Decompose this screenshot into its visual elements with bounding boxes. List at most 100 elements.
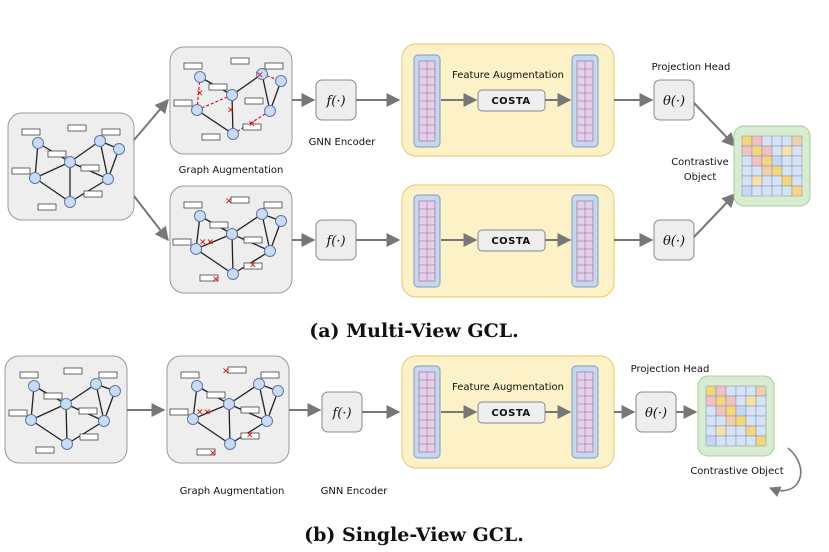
matrix-cell: [761, 135, 773, 147]
matrix-cell: [741, 165, 753, 177]
matrix-cell: [725, 425, 737, 437]
projection-head-label-a: Projection Head: [652, 62, 731, 73]
matrix-cell: [725, 385, 737, 397]
svg-text:✕: ✕: [227, 106, 235, 116]
matrix-cell: [761, 165, 773, 177]
gnn-encoder-label-a: GNN Encoder: [309, 137, 377, 148]
matrix-cell: [735, 395, 747, 407]
matrix-cell: [755, 395, 767, 407]
svg-text:✕: ✕: [222, 367, 230, 377]
projection-symbol-b: θ(·): [645, 406, 667, 421]
svg-text:✕: ✕: [249, 261, 257, 271]
input-graph-b-features: [8, 367, 118, 454]
matrix-cell: [715, 425, 727, 437]
contrastive-label-a-line1: Contrastive: [671, 157, 729, 168]
input-graph-b-nodes: [25, 378, 121, 450]
matrix-cell: [741, 175, 753, 187]
tensor-group-a: [413, 54, 599, 288]
matrix-cell: [745, 415, 757, 427]
matrix-cell: [781, 135, 793, 147]
matrix-cell: [771, 145, 783, 157]
costa-box-1: [477, 89, 546, 112]
matrix-cell: [745, 385, 757, 397]
matrix-cell: [745, 435, 757, 447]
matrix-cell: [781, 165, 793, 177]
matrix-cell: [725, 395, 737, 407]
projection-symbol-2: θ(·): [663, 234, 685, 249]
gnn-encoder-label-b: GNN Encoder: [321, 486, 389, 497]
input-graph-features: [11, 124, 121, 211]
arrow-input-to-view1: [133, 98, 169, 141]
arrow-head1-to-contrast: [693, 102, 736, 148]
aug-graph-b-masked-features: ✕✕✕✕✕: [196, 367, 254, 459]
matrix-cell: [741, 155, 753, 167]
svg-text:✕: ✕: [248, 120, 256, 130]
matrix-cell: [735, 425, 747, 437]
matrix-cell: [741, 145, 753, 157]
svg-text:✕: ✕: [209, 449, 217, 459]
projection-box-1: [653, 79, 695, 121]
matrix-cell: [751, 175, 763, 187]
arrow-head2-to-contrast: [693, 192, 736, 238]
svg-text:✕: ✕: [256, 71, 264, 81]
svg-text:✕: ✕: [246, 431, 254, 441]
self-loop-arrow: [768, 447, 802, 497]
matrix-cell: [755, 425, 767, 437]
matrix-cell: [735, 385, 747, 397]
matrix-cell: [715, 415, 727, 427]
feature-augmentation-label-b: Feature Augmentation: [452, 382, 564, 393]
aug-graph-2-nodes: [190, 208, 287, 280]
matrix-cell: [771, 155, 783, 167]
graph-augmentation-label-a: Graph Augmentation: [179, 165, 284, 176]
matrix-cell: [771, 175, 783, 187]
matrix-cell: [791, 165, 803, 177]
matrix-cell: [725, 415, 737, 427]
panel-b: ✕✕✕✕✕ Graph Augmentation f(·) GNN Encode…: [4, 355, 802, 546]
svg-text:✕: ✕: [225, 197, 233, 207]
costa-box-b: [477, 401, 546, 424]
matrix-cell: [751, 155, 763, 167]
matrix-cell: [771, 135, 783, 147]
aug-graph-1-nodes: [191, 68, 287, 140]
matrix-cell: [751, 135, 763, 147]
aug-graph-1-drop-marks: ✕✕✕✕: [196, 71, 264, 130]
matrix-cell: [705, 395, 717, 407]
matrix-cell: [741, 185, 753, 197]
matrix-cell: [781, 145, 793, 157]
matrix-cell: [781, 175, 793, 187]
matrix-cell: [771, 165, 783, 177]
matrix-cell: [791, 175, 803, 187]
projection-box-2: [653, 219, 695, 261]
contrastive-object-label-b: Contrastive Object: [690, 466, 783, 477]
matrix-cell: [705, 385, 717, 397]
matrix-cell: [705, 425, 717, 437]
matrix-cell: [751, 145, 763, 157]
matrix-cell: [761, 175, 773, 187]
svg-text:✕✕: ✕✕: [196, 408, 211, 418]
encoder-symbol-b: f(·): [331, 406, 351, 421]
matrix-cell: [781, 185, 793, 197]
contrastive-matrix-b: [705, 385, 767, 447]
matrix-cell: [755, 405, 767, 417]
costa-label-b: COSTA: [491, 408, 530, 419]
encoder-symbol-2: f(·): [325, 234, 345, 249]
matrix-cell: [715, 385, 727, 397]
tensor-right-1: [571, 54, 599, 148]
matrix-cell: [791, 185, 803, 197]
aug-graph-1-features: [173, 57, 284, 141]
matrix-cell: [745, 425, 757, 437]
encoder-symbol-1: f(·): [325, 94, 345, 109]
arrow-input-to-view2: [133, 195, 169, 242]
matrix-cell: [715, 405, 727, 417]
tensor-left-1: [413, 54, 441, 148]
costa-label-1: COSTA: [491, 96, 530, 107]
matrix-cell: [761, 155, 773, 167]
svg-text:✕✕: ✕✕: [199, 238, 214, 248]
costa-label-2: COSTA: [491, 236, 530, 247]
matrix-cell: [735, 415, 747, 427]
svg-text:✕: ✕: [212, 275, 220, 285]
matrix-cell: [761, 145, 773, 157]
matrix-cell: [725, 435, 737, 447]
tensor-right-2: [571, 194, 599, 288]
